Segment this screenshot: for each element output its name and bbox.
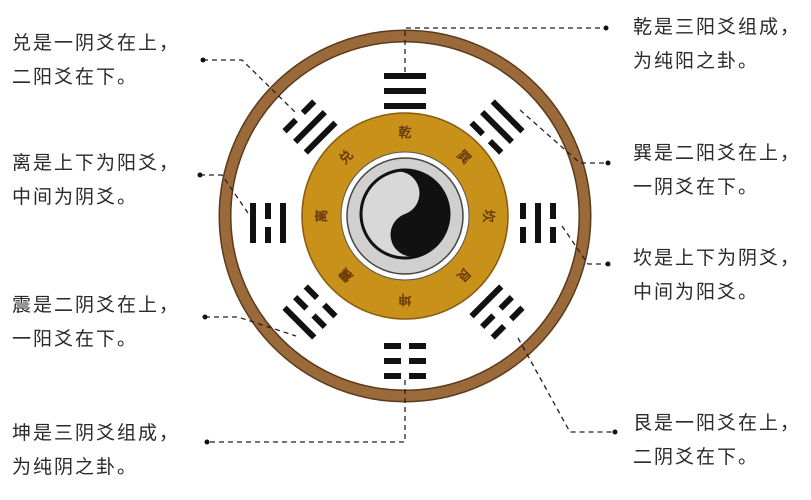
trigram-zhen-icon <box>282 284 338 340</box>
ring-char: 坤 <box>398 291 411 307</box>
leader-line-kan <box>561 225 608 265</box>
annotation-gen-line2: 二阴爻在下。 <box>633 446 760 468</box>
annotation-li: 离是上下为阳爻， 中间为阴爻。 <box>12 146 180 214</box>
leader-line-dui <box>203 59 296 113</box>
annotation-qian-line2: 为纯阳之卦。 <box>633 50 760 72</box>
annotation-zhen-line1: 震是二阴爻在上， <box>12 294 181 316</box>
annotation-kan-line2: 中间为阳爻。 <box>633 281 760 303</box>
trigrams <box>250 73 556 379</box>
annotation-zhen-line2: 一阳爻在下。 <box>12 328 139 350</box>
trigram-xun-icon <box>469 99 525 155</box>
leader-lines <box>200 27 615 443</box>
ring-char: 坎 <box>480 209 496 222</box>
yin-yang-icon <box>359 168 451 260</box>
annotation-xun: 巽是二阳爻在上， 一阴爻在下。 <box>633 136 801 204</box>
leader-line-gen <box>517 337 615 433</box>
annotation-kan-line1: 坎是上下为阴爻， <box>633 247 802 269</box>
annotation-xun-line1: 巽是二阳爻在上， <box>633 142 802 164</box>
trigram-li-icon <box>250 203 286 243</box>
annotation-gen-line1: 艮是一阳爻在上， <box>633 412 802 434</box>
trigram-gen-icon <box>469 284 525 340</box>
annotation-qian-line1: 乾是三阳爻组成， <box>633 16 802 38</box>
leader-dots <box>197 25 618 445</box>
trigram-kun-icon <box>384 343 426 379</box>
trigram-qian-icon <box>384 73 426 109</box>
trigram-dui-icon <box>282 99 338 155</box>
annotation-qian: 乾是三阳爻组成， 为纯阳之卦。 <box>633 10 801 78</box>
annotation-gen: 艮是一阳爻在上， 二阴爻在下。 <box>633 406 801 474</box>
annotation-zhen: 震是二阴爻在上， 一阳爻在下。 <box>12 288 180 356</box>
annotation-li-line2: 中间为阴爻。 <box>12 186 139 208</box>
annotation-dui-line2: 二阳爻在下。 <box>12 66 139 88</box>
annotation-dui-line1: 兑是一阴爻在上， <box>12 32 181 54</box>
leader-line-kun <box>207 380 406 443</box>
annotation-kun-line2: 为纯阴之卦。 <box>12 456 139 478</box>
annotation-kan: 坎是上下为阴爻， 中间为阳爻。 <box>633 241 801 309</box>
annotation-dui: 兑是一阴爻在上， 二阳爻在下。 <box>12 26 180 94</box>
annotation-xun-line2: 一阴爻在下。 <box>633 176 760 198</box>
annotation-li-line1: 离是上下为阳爻， <box>12 152 181 174</box>
ring-char: 乾 <box>398 125 411 141</box>
annotation-kun: 坤是三阴爻组成， 为纯阴之卦。 <box>12 416 180 484</box>
trigram-kan-icon <box>520 203 556 243</box>
leader-line-li <box>200 174 249 214</box>
ring-char: 离 <box>314 209 330 222</box>
annotation-kun-line1: 坤是三阴爻组成， <box>12 422 181 444</box>
leader-line-zhen <box>205 316 297 337</box>
